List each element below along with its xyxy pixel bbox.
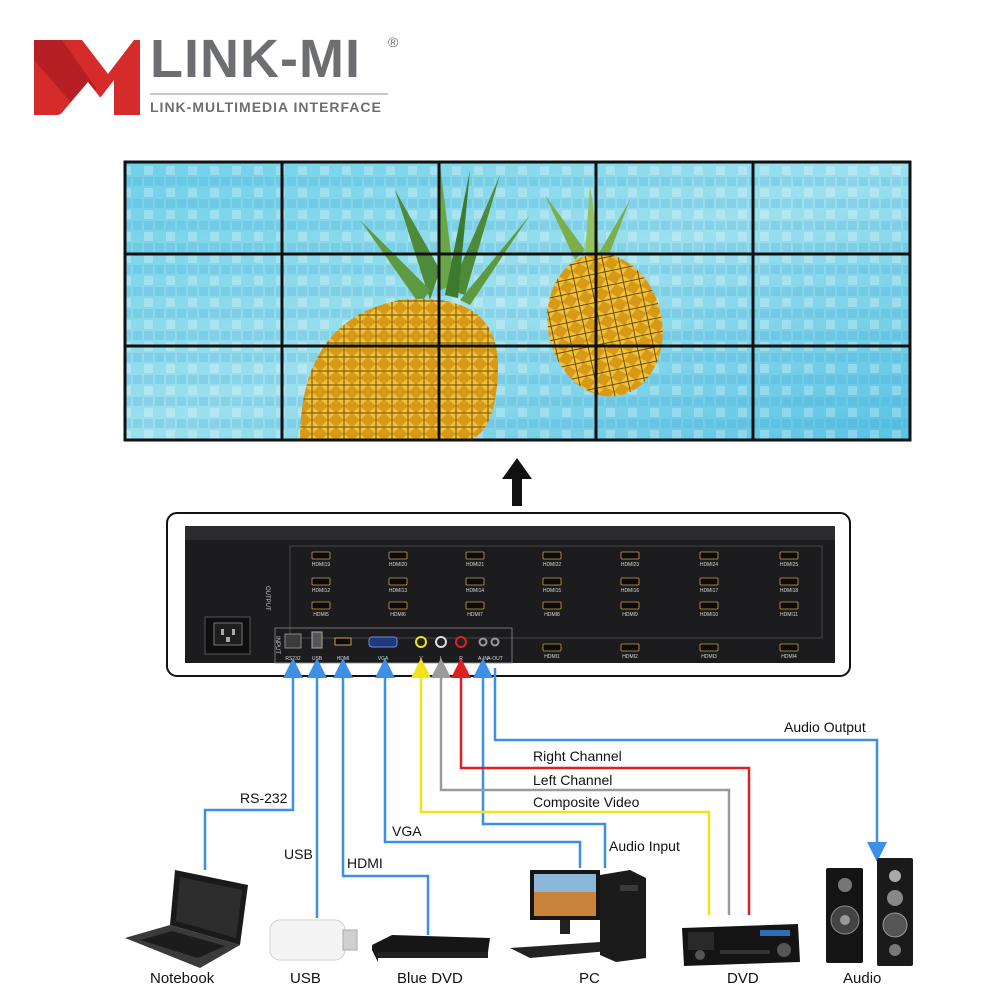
hdmi-connection-label: HDMI [347,855,383,871]
hdmi-output-port [388,601,408,610]
hdmi-port-label: HDMI9 [622,612,638,618]
hdmi-output-port [542,551,562,560]
hdmi-line [333,658,430,935]
hdmi-output-port [779,551,799,560]
hdmi-output-port [465,551,485,560]
brand-name: LINK-MI [150,29,361,89]
hdmi-output-port [311,601,331,610]
hdmi-port-label: HDMI22 [543,562,562,568]
hdmi-output-port [542,643,562,652]
hdmi-output-port [542,577,562,586]
hdmi-port-label: HDMI7 [467,612,483,618]
pc-label: PC [579,970,600,987]
hdmi-output-port [620,643,640,652]
hdmi-port-label: HDMI24 [700,562,719,568]
hdmi-output-port [620,551,640,560]
right-channel-label: Right Channel [533,748,622,764]
input-port-a-in [478,637,488,647]
hdmi-port-label: HDMI6 [390,612,406,618]
hdmi-port-label: HDMI4 [781,654,797,660]
hdmi-port-label: HDMI1 [544,654,560,660]
blue-dvd-player-icon [372,935,490,962]
usb-dongle-icon [269,919,358,961]
input-port-v [415,636,427,648]
hdmi-port-label: HDMI19 [312,562,331,568]
logo-divider [150,93,388,95]
audio-input-line [473,658,607,868]
input-port-r [455,636,467,648]
hdmi-output-port [620,577,640,586]
composite-video-label: Composite Video [533,794,640,810]
hdmi-port-label: HDMI3 [701,654,717,660]
hdmi-port-label: HDMI16 [621,588,640,594]
input-port-vga [368,636,398,648]
hdmi-output-port [699,577,719,586]
hdmi-output-port [699,601,719,610]
audio-output-label: Audio Output [784,719,866,735]
hdmi-port-label: HDMI2 [622,654,638,660]
input-port-l [435,636,447,648]
notebook-label: Notebook [150,970,215,987]
hdmi-output-port [465,601,485,610]
hdmi-port-label: HDMI20 [389,562,408,568]
hdmi-port-label: HDMI15 [543,588,562,594]
input-port-label: A-OUT [487,656,503,662]
hdmi-port-label: HDMI11 [780,612,798,618]
hdmi-output-port [779,577,799,586]
hdmi-output-port [311,577,331,586]
hdmi-port-label: HDMI14 [466,588,485,594]
hdmi-port-label: HDMI8 [544,612,560,618]
hdmi-output-port [699,643,719,652]
input-port-hdmi [334,637,352,646]
rs232-label: RS-232 [240,790,288,806]
notebook-icon [125,870,248,968]
hdmi-port-label: HDMI17 [700,588,719,594]
dvd-label: DVD [727,970,759,987]
rs232-line [203,658,303,870]
brand-tagline: LINK-MULTIMEDIA INTERFACE [150,99,382,115]
hdmi-port-label: HDMI12 [312,588,331,594]
hdmi-port-label: HDMI25 [780,562,799,568]
speakers-icon [826,858,913,966]
hdmi-port-label: HDMI5 [313,612,329,618]
hdmi-port-label: HDMI10 [700,612,719,618]
left-line [431,658,731,915]
hdmi-output-port [620,601,640,610]
pc-icon [510,870,646,962]
hdmi-output-port [465,577,485,586]
registered-mark: ® [388,34,399,50]
vga-line [375,658,582,868]
audio-output-line [493,668,887,862]
blue-dvd-label: Blue DVD [397,970,463,987]
left-channel-label: Left Channel [533,772,613,788]
right-line [451,658,751,915]
usb-connection-label: USB [284,846,313,862]
vga-connection-label: VGA [392,823,422,839]
audio-label: Audio [843,970,882,987]
composite-line [411,658,711,915]
dvd-receiver-icon [682,924,800,966]
hdmi-port-label: HDMI13 [389,588,408,594]
hdmi-port-label: HDMI23 [621,562,640,568]
hdmi-output-port [699,551,719,560]
input-port-usb [311,631,323,649]
input-port-rs232 [284,633,302,649]
hdmi-output-port [311,551,331,560]
hdmi-output-port [388,577,408,586]
input-port-a-out [490,637,500,647]
hdmi-output-port [779,643,799,652]
audio-input-label: Audio Input [609,838,680,854]
hdmi-port-label: HDMI18 [780,588,799,594]
usb-device-label: USB [290,970,321,987]
hdmi-output-port [542,601,562,610]
hdmi-output-port [388,551,408,560]
hdmi-port-label: HDMI21 [466,562,485,568]
hdmi-output-port [779,601,799,610]
